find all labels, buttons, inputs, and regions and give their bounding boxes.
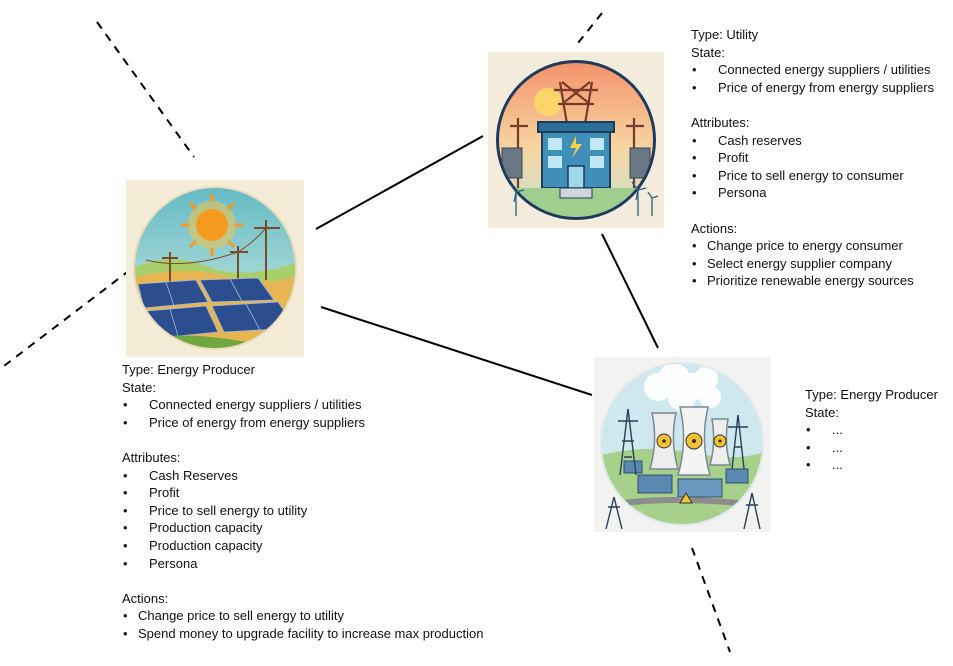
steam-cloud-icon [644,364,721,411]
list-item: Connected energy suppliers / utilities [122,396,483,414]
dashed-link-solar-up [96,21,195,158]
wind-turbine-icon [509,181,659,216]
list-item: Profit [122,484,483,502]
utility-type-label: Type: Utility [691,27,759,42]
solar-node-description: Type: Energy Producer State: Connected e… [122,361,483,643]
solar-farm-illustration [126,180,304,357]
solar-state-label: State: [122,379,156,395]
list-item: Spend money to upgrade facility to incre… [122,625,483,643]
radiation-hazard-icon [656,432,727,450]
list-item: Price to sell energy to consumer [691,167,934,185]
utility-node-description: Type: Utility State: Connected energy su… [691,26,934,290]
sun-icon [181,194,243,256]
edge-solar-utility [315,135,484,230]
utility-attribute-list: Cash reserves Profit Price to sell energ… [691,132,934,202]
list-item: ... [805,439,938,457]
solar-action-list: Change price to sell energy to utility S… [122,607,483,642]
list-item: Change price to sell energy to utility [122,607,483,625]
utility-attributes-label: Attributes: [691,114,750,130]
power-pole-icon [145,220,280,284]
list-item: Production capacity [122,537,483,555]
list-item: ... [805,421,938,439]
utility-state-list: Connected energy suppliers / utilities P… [691,61,934,96]
list-item: Select energy supplier company [691,255,934,273]
list-item: Connected energy suppliers / utilities [691,61,934,79]
list-item: Prioritize renewable energy sources [691,272,934,290]
substation-building-icon [537,121,615,189]
utility-illustration [488,52,664,228]
nuclear-state-list: ... ... ... [805,421,938,474]
list-item: Cash Reserves [122,467,483,485]
edge-solar-nuclear [320,306,593,396]
dashed-link-utility-up [577,12,603,44]
solar-actions-label: Actions: [122,590,169,606]
solar-type-label: Type: Energy Producer [122,362,255,377]
sun-icon [534,88,562,116]
utility-state-label: State: [691,44,725,60]
list-item: Price of energy from energy suppliers [122,414,483,432]
utility-action-list: Change price to energy consumer Select e… [691,237,934,290]
list-item: Profit [691,149,934,167]
dashed-link-nuclear-down [691,547,731,653]
dashed-link-solar-left [0,269,131,370]
solar-state-list: Connected energy suppliers / utilities P… [122,396,483,431]
transmission-tower-icon [605,408,761,530]
nuclear-node-description: Type: Energy Producer State: ... ... ... [805,386,938,474]
list-item: Cash reserves [691,132,934,150]
list-item: ... [805,456,938,474]
list-item: Price to sell energy to utility [122,502,483,520]
list-item: Change price to energy consumer [691,237,934,255]
utility-actions-label: Actions: [691,220,738,236]
nuclear-type-label: Type: Energy Producer [805,387,938,402]
list-item: Production capacity [122,519,483,537]
list-item: Price of energy from energy suppliers [691,79,934,97]
nuclear-state-label: State: [805,404,839,420]
edge-utility-nuclear [601,233,659,349]
solar-attribute-list: Cash Reserves Profit Price to sell energ… [122,467,483,573]
solar-attributes-label: Attributes: [122,449,181,465]
nuclear-plant-illustration [594,357,771,532]
list-item: Persona [691,184,934,202]
list-item: Persona [122,555,483,573]
